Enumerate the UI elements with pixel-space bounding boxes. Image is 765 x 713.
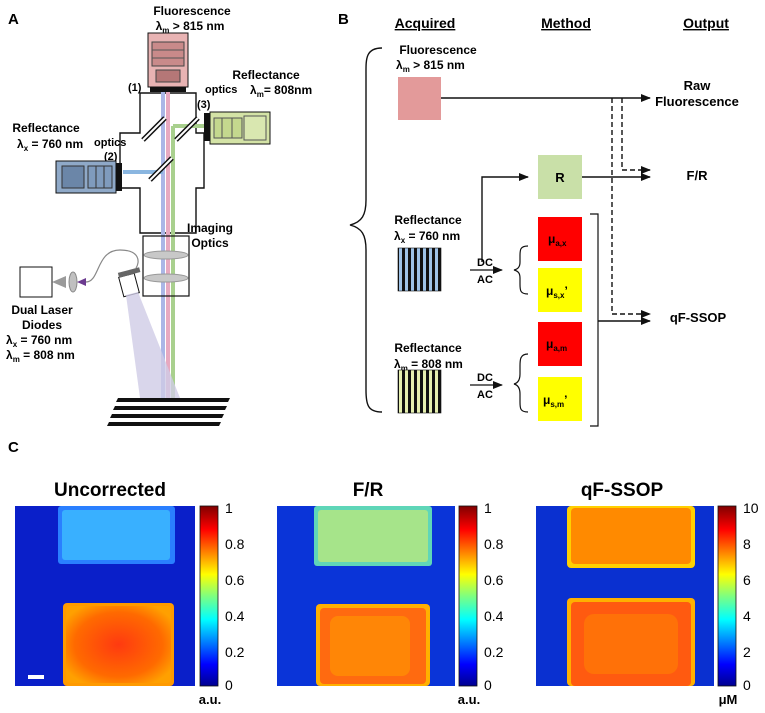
sample-stripes [107, 398, 230, 426]
header-method: Method [541, 15, 591, 31]
map1-tick-1: 1 [225, 500, 233, 516]
arrow-to-r [481, 173, 529, 262]
fluor-camera-title: Fluorescence [153, 4, 231, 18]
acquired-brace [349, 47, 383, 413]
refl-x-ac: AC [477, 274, 493, 286]
map3-colorbar [717, 505, 737, 687]
r-label: R [555, 170, 565, 185]
map1-image [15, 506, 195, 686]
panel-a-letter: A [8, 11, 19, 28]
header-acquired: Acquired [395, 15, 456, 31]
map1-colorbar [199, 505, 219, 687]
acq-refl-m-wavelength: λm = 808 nm [394, 357, 463, 373]
map3-unit: μM [719, 692, 738, 707]
refl-right-camera [204, 111, 271, 145]
fluor-camera [147, 32, 189, 92]
refl-m-dc: DC [477, 372, 493, 384]
acq-refl-m-title: Reflectance [394, 341, 462, 355]
output-qf: qF-SSOP [670, 310, 727, 325]
mu-ax-box [538, 217, 582, 261]
mu-ax-label: μa,x [548, 232, 567, 248]
output-fr: F/R [687, 168, 709, 183]
map1-tick-06: 0.6 [225, 572, 245, 588]
panel-b-letter: B [338, 11, 349, 28]
refl-right-wavelength: λm= 808nm [250, 83, 312, 99]
map3-colorbar-ticks: 10 8 6 4 2 0 [743, 500, 759, 693]
refl-x-dc: DC [477, 257, 493, 269]
laser-diode [19, 249, 180, 398]
map2-title: F/R [353, 480, 384, 501]
map1-tick-04: 0.4 [225, 608, 245, 624]
fluor-camera-wavelength: λm > 815 nm [156, 19, 225, 35]
port-label-3: (3) [197, 99, 211, 111]
output-raw-line1: Raw [684, 78, 712, 93]
refl-left-wavelength: λx = 760 nm [17, 137, 83, 153]
laser-label-line2: Diodes [22, 318, 62, 332]
imaging-optics [142, 235, 190, 297]
refl-m-pattern [397, 369, 442, 414]
panel-a: A Fluorescence λm > 815 nm (1) [6, 4, 312, 426]
scale-bar [28, 675, 44, 679]
map2-unit: a.u. [458, 692, 480, 707]
refl-x-pattern [397, 247, 442, 292]
map1-tick-02: 0.2 [225, 644, 245, 660]
map3-tick-2: 2 [743, 644, 751, 660]
refl-right-title: Reflectance [232, 68, 300, 82]
optics-left-label: optics [94, 137, 126, 149]
optics-right-label: optics [205, 84, 237, 96]
port-label-1: (1) [128, 82, 142, 94]
map1-tick-0: 0 [225, 677, 233, 693]
refl-m-ac: AC [477, 389, 493, 401]
panel-b: B Acquired Method Output Fluorescence λm… [338, 11, 739, 427]
map3-tick-8: 8 [743, 536, 751, 552]
map1-title: Uncorrected [54, 480, 166, 501]
port-label-2: (2) [104, 151, 118, 163]
mu-sm-box [538, 377, 582, 421]
header-output: Output [683, 15, 729, 31]
map1-unit: a.u. [199, 692, 221, 707]
laser-wavelength-m: λm = 808 nm [6, 348, 75, 364]
map3-tick-0: 0 [743, 677, 751, 693]
acq-refl-x-wavelength: λx = 760 nm [394, 229, 460, 245]
acq-fluor-title: Fluorescence [399, 43, 477, 57]
map2-tick-1: 1 [484, 500, 492, 516]
panel-c: C Uncorrected 1 0.8 0.6 0.4 0.2 0 a.u. F… [8, 439, 759, 707]
map2-image [277, 506, 455, 686]
refl-left-camera [55, 160, 122, 194]
map2-tick-04: 0.4 [484, 608, 504, 624]
mu-sx-label: μs,x’ [546, 284, 568, 300]
map3-title: qF-SSOP [581, 480, 664, 501]
map2-tick-08: 0.8 [484, 536, 504, 552]
mu-am-box [538, 322, 582, 366]
acq-refl-x-title: Reflectance [394, 213, 462, 227]
imaging-optics-line1: Imaging [187, 221, 233, 235]
map2-tick-02: 0.2 [484, 644, 504, 660]
imaging-optics-line2: Optics [191, 236, 229, 250]
refl-left-title: Reflectance [12, 121, 80, 135]
method-bracket [590, 213, 599, 427]
mu-sx-box [538, 268, 582, 312]
laser-wavelength-x: λx = 760 nm [6, 333, 72, 349]
mu-am-label: μa,m [546, 337, 567, 353]
mu-sm-label: μs,m’ [543, 393, 567, 409]
map2-tick-0: 0 [484, 677, 492, 693]
fluor-image-box [398, 77, 441, 120]
map2-colorbar-ticks: 1 0.8 0.6 0.4 0.2 0 [484, 500, 504, 693]
map2-colorbar [458, 505, 478, 687]
map3-tick-10: 10 [743, 500, 759, 516]
map1-colorbar-ticks: 1 0.8 0.6 0.4 0.2 0 [225, 500, 245, 693]
map3-tick-4: 4 [743, 608, 751, 624]
acq-fluor-wavelength: λm > 815 nm [396, 58, 465, 74]
panel-c-letter: C [8, 439, 19, 456]
beamsplitter-housing [119, 92, 205, 234]
r-box [538, 155, 582, 199]
laser-label-line1: Dual Laser [11, 303, 73, 317]
map3-image [536, 506, 714, 686]
map3-tick-6: 6 [743, 572, 751, 588]
map1-tick-08: 0.8 [225, 536, 245, 552]
map2-tick-06: 0.6 [484, 572, 504, 588]
output-raw-line2: Fluorescence [655, 94, 739, 109]
